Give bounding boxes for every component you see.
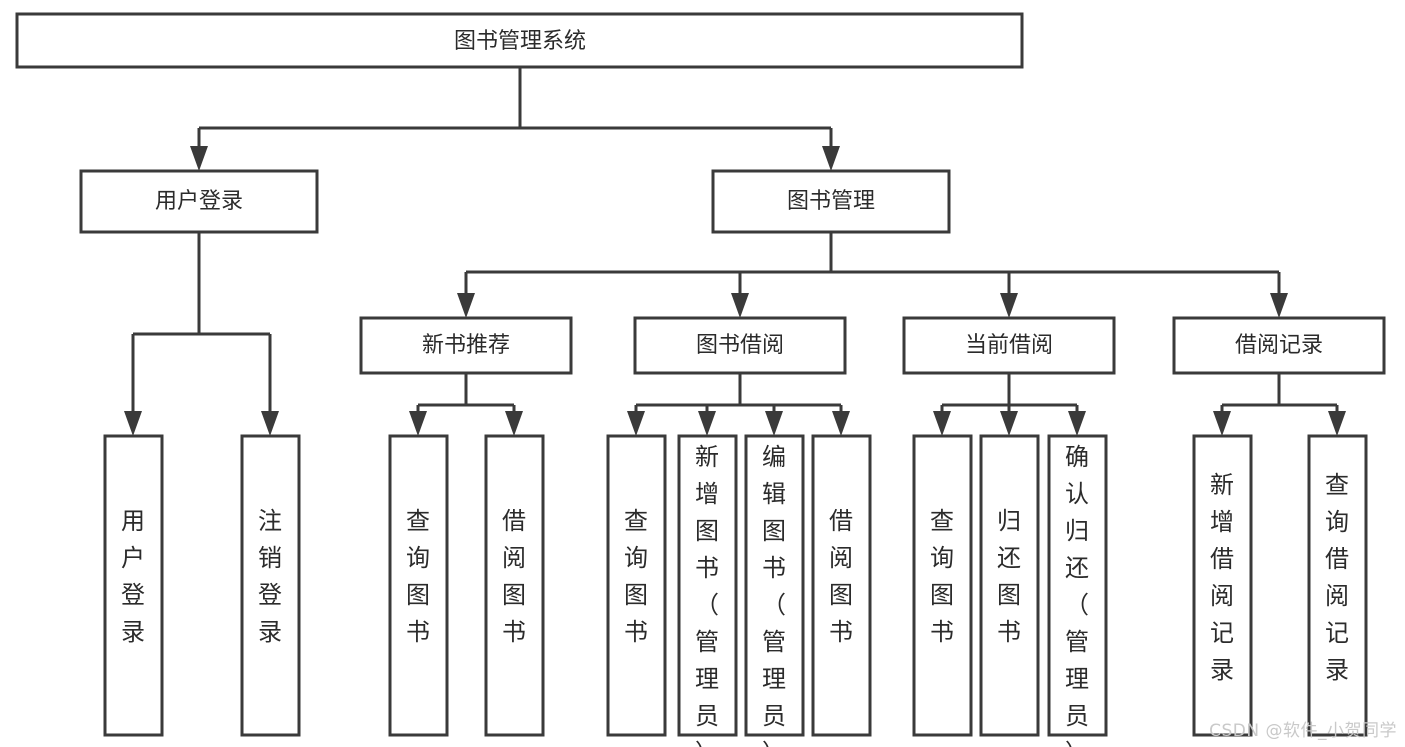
node-leaf-add-record-label: 新增借阅记录: [1210, 471, 1234, 684]
arrow-head-leaf-add-record: [1213, 411, 1231, 436]
arrow-head-leaf-borrow-book-1: [505, 411, 523, 436]
node-leaf-add-record-box[interactable]: [1192, 434, 1253, 737]
node-book-borrow-box[interactable]: [633, 316, 847, 375]
node-leaf-query-book-2-label: 查询图书: [624, 507, 648, 646]
node-leaf-query-book-2[interactable]: 查询图书: [606, 434, 667, 737]
node-leaf-query-record-box[interactable]: [1307, 434, 1368, 737]
node-book-management[interactable]: 图书管理: [711, 169, 951, 234]
arrow-head-book-borrow: [731, 293, 749, 318]
node-borrow-record-box[interactable]: [1172, 316, 1386, 375]
node-leaf-add-book-box[interactable]: [677, 434, 738, 737]
arrow-head-leaf-query-book-2: [627, 411, 645, 436]
node-leaf-return-book-label: 归还图书: [997, 507, 1021, 646]
node-user-login-box[interactable]: [79, 169, 319, 234]
node-leaf-borrow-book-1-label: 借阅图书: [502, 507, 526, 646]
node-leaf-confirm-return-box[interactable]: [1047, 434, 1108, 737]
node-leaf-user-logout[interactable]: 注销登录: [240, 434, 301, 737]
arrow-head-current-borrow: [1000, 293, 1018, 318]
node-leaf-query-book-2-box[interactable]: [606, 434, 667, 737]
node-book-management-box[interactable]: [711, 169, 951, 234]
arrow-head-user-login: [190, 146, 208, 171]
node-leaf-query-record-label: 查询借阅记录: [1325, 471, 1349, 684]
node-leaf-confirm-return-label: 确认归还（管理员）: [1065, 443, 1089, 747]
node-leaf-return-book[interactable]: 归还图书: [979, 434, 1040, 737]
arrow-head-leaf-query-book-3: [933, 411, 951, 436]
node-current-borrow-label: 当前借阅: [965, 333, 1053, 358]
node-book-management-label: 图书管理: [787, 189, 875, 214]
node-leaf-return-book-box[interactable]: [979, 434, 1040, 737]
node-leaf-add-book[interactable]: 新增图书（管理员）: [677, 434, 738, 747]
node-leaf-borrow-book-2-box[interactable]: [811, 434, 872, 737]
arrow-head-leaf-edit-book: [765, 411, 783, 436]
node-leaf-confirm-return[interactable]: 确认归还（管理员）: [1047, 434, 1108, 747]
arrow-head-book-management: [822, 146, 840, 171]
node-leaf-borrow-book-2-label: 借阅图书: [829, 507, 853, 646]
node-leaf-user-login[interactable]: 用户登录: [103, 434, 164, 737]
node-root-box[interactable]: [15, 12, 1024, 69]
node-new-book-recommend-label: 新书推荐: [422, 333, 510, 358]
node-root[interactable]: 图书管理系统: [15, 12, 1024, 69]
node-leaf-user-login-label: 用户登录: [121, 507, 145, 646]
arrow-head-leaf-return-book: [1000, 411, 1018, 436]
node-leaf-user-logout-box[interactable]: [240, 434, 301, 737]
node-leaf-edit-book-box[interactable]: [744, 434, 805, 737]
node-leaf-query-book-1-box[interactable]: [388, 434, 449, 737]
arrow-head-leaf-confirm-return: [1068, 411, 1086, 436]
node-borrow-record-label: 借阅记录: [1235, 333, 1323, 358]
arrow-head-leaf-query-record: [1328, 411, 1346, 436]
node-new-book-recommend[interactable]: 新书推荐: [359, 316, 573, 375]
node-leaf-user-logout-label: 注销登录: [258, 507, 282, 646]
arrow-head-leaf-user-logout: [261, 411, 279, 436]
arrow-head-leaf-query-book-1: [409, 411, 427, 436]
node-leaf-query-record[interactable]: 查询借阅记录: [1307, 434, 1368, 737]
node-leaf-query-book-1-label: 查询图书: [406, 507, 430, 646]
node-leaf-edit-book[interactable]: 编辑图书（管理员）: [744, 434, 805, 747]
arrow-head-new-book-recommend: [457, 293, 475, 318]
node-leaf-query-book-3[interactable]: 查询图书: [912, 434, 973, 737]
node-book-borrow[interactable]: 图书借阅: [633, 316, 847, 375]
node-borrow-record[interactable]: 借阅记录: [1172, 316, 1386, 375]
node-leaf-user-login-box[interactable]: [103, 434, 164, 737]
node-current-borrow[interactable]: 当前借阅: [902, 316, 1116, 375]
node-leaf-query-book-1[interactable]: 查询图书: [388, 434, 449, 737]
node-current-borrow-box[interactable]: [902, 316, 1116, 375]
node-new-book-recommend-box[interactable]: [359, 316, 573, 375]
node-leaf-query-book-3-box[interactable]: [912, 434, 973, 737]
node-leaf-borrow-book-2[interactable]: 借阅图书: [811, 434, 872, 737]
node-leaf-edit-book-label: 编辑图书（管理员）: [762, 443, 786, 747]
node-leaf-add-record[interactable]: 新增借阅记录: [1192, 434, 1253, 737]
node-leaf-borrow-book-1-box[interactable]: [484, 434, 545, 737]
node-user-login-label: 用户登录: [155, 189, 243, 214]
node-leaf-query-book-3-label: 查询图书: [930, 507, 954, 646]
node-leaf-borrow-book-1[interactable]: 借阅图书: [484, 434, 545, 737]
arrow-head-borrow-record: [1270, 293, 1288, 318]
connector-layer: [124, 67, 1346, 436]
node-user-login[interactable]: 用户登录: [79, 169, 319, 234]
arrow-head-leaf-user-login: [124, 411, 142, 436]
arrow-head-leaf-borrow-book-2: [832, 411, 850, 436]
node-book-borrow-label: 图书借阅: [696, 333, 784, 358]
arrow-head-leaf-add-book: [698, 411, 716, 436]
node-leaf-add-book-label: 新增图书（管理员）: [695, 443, 719, 747]
node-root-label: 图书管理系统: [454, 29, 586, 54]
